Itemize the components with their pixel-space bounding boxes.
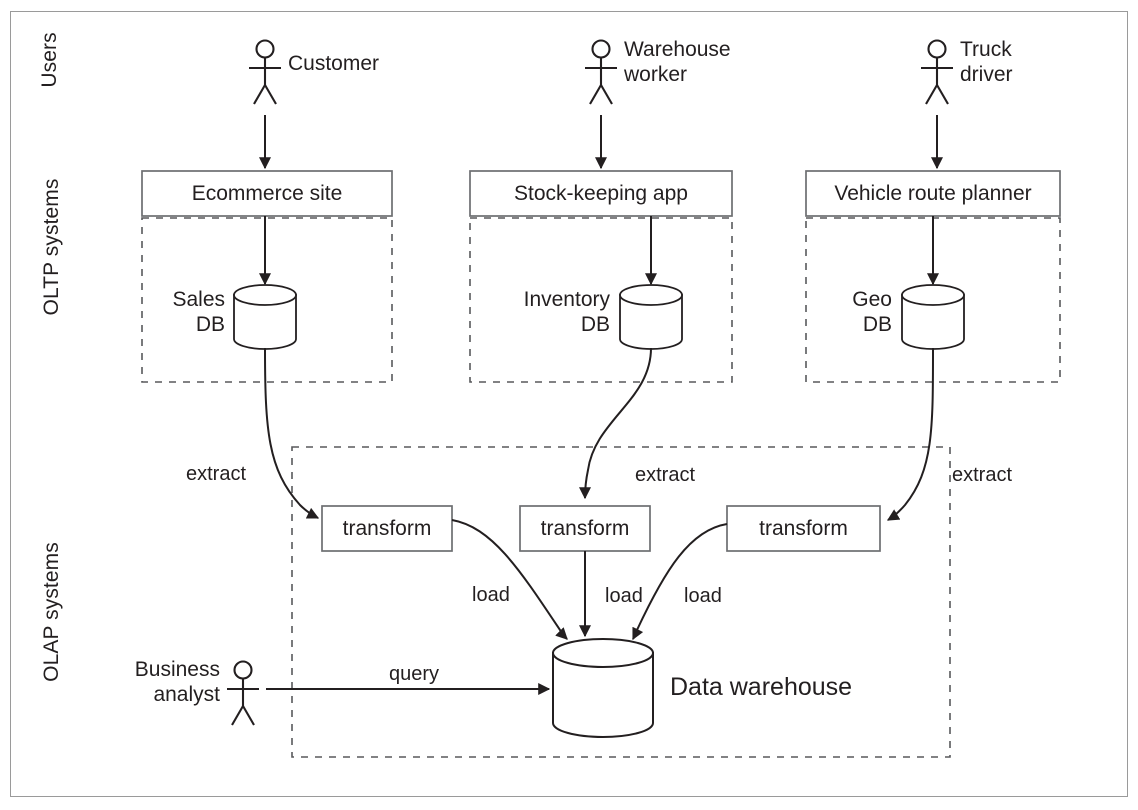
edge-label-extract-3: extract (952, 464, 1013, 486)
edge-label-extract-1: extract (186, 463, 247, 485)
db-cylinder-inventory (619, 284, 683, 350)
arrow-extract-inventory-to-transform2 (579, 347, 652, 500)
actor-label-truck-driver-line1: Truck (960, 38, 1012, 61)
edge-label-load-1: load (472, 584, 510, 606)
db-label-sales-line1: Sales (172, 288, 225, 311)
actor-label-warehouse-worker-line1: Warehouse (624, 38, 731, 61)
db-label-inventory-line1: Inventory (523, 288, 610, 311)
actor-label-customer: Customer (288, 52, 380, 75)
oltp-dashed-box-sales (141, 217, 393, 383)
db-cylinder-data-warehouse (552, 638, 654, 738)
data-warehouse-label: Data warehouse (670, 673, 853, 701)
db-label-inventory-line2: DB (580, 313, 610, 336)
transform-label-1: transform (342, 517, 432, 540)
db-label-geo-line2: DB (862, 313, 892, 336)
actor-figure-warehouse-worker (585, 39, 617, 105)
transform-box-3 (726, 505, 881, 552)
app-box-stock-keeping-app (469, 170, 733, 217)
transform-label-3: transform (759, 517, 848, 540)
edge-label-query: query (389, 663, 440, 685)
transform-label-2: transform (540, 517, 630, 540)
arrow-load-transform1-to-warehouse (451, 519, 568, 640)
actor-label-warehouse-worker-line2: worker (624, 63, 688, 86)
arrow-extract-sales-to-transform1 (264, 347, 320, 519)
db-cylinder-geo (901, 284, 965, 350)
app-label-ecommerce-site: Ecommerce site (191, 182, 343, 205)
app-label-vehicle-route-planner: Vehicle route planner (834, 182, 1032, 205)
actor-label-business-analyst-line2: analyst (153, 683, 220, 706)
db-label-geo-line1: Geo (852, 288, 892, 311)
app-label-stock-keeping-app: Stock-keeping app (514, 182, 688, 205)
db-label-sales-line2: DB (195, 313, 225, 336)
db-cylinder-sales (233, 284, 297, 350)
transform-box-2 (519, 505, 651, 552)
actor-figure-customer (249, 39, 281, 105)
transform-box-1 (321, 505, 453, 552)
actor-figure-business-analyst (227, 660, 259, 726)
app-box-ecommerce-site (141, 170, 393, 217)
edge-label-load-3: load (684, 585, 722, 607)
actor-label-truck-driver-line2: driver (960, 63, 1013, 86)
arrow-extract-geo-to-transform3 (886, 347, 934, 521)
edge-label-extract-2: extract (635, 464, 696, 486)
lane-label-olap: OLAP systems (40, 542, 63, 682)
lane-label-users: Users (38, 32, 61, 88)
oltp-dashed-box-inventory (469, 217, 733, 383)
actor-label-business-analyst-line1: Business (134, 658, 220, 681)
arrow-load-transform3-to-warehouse (632, 523, 728, 641)
actor-figure-truck-driver (921, 39, 953, 105)
olap-dashed-box (291, 446, 951, 758)
lane-label-oltp: OLTP systems (40, 178, 63, 316)
edge-label-load-2: load (605, 585, 643, 607)
